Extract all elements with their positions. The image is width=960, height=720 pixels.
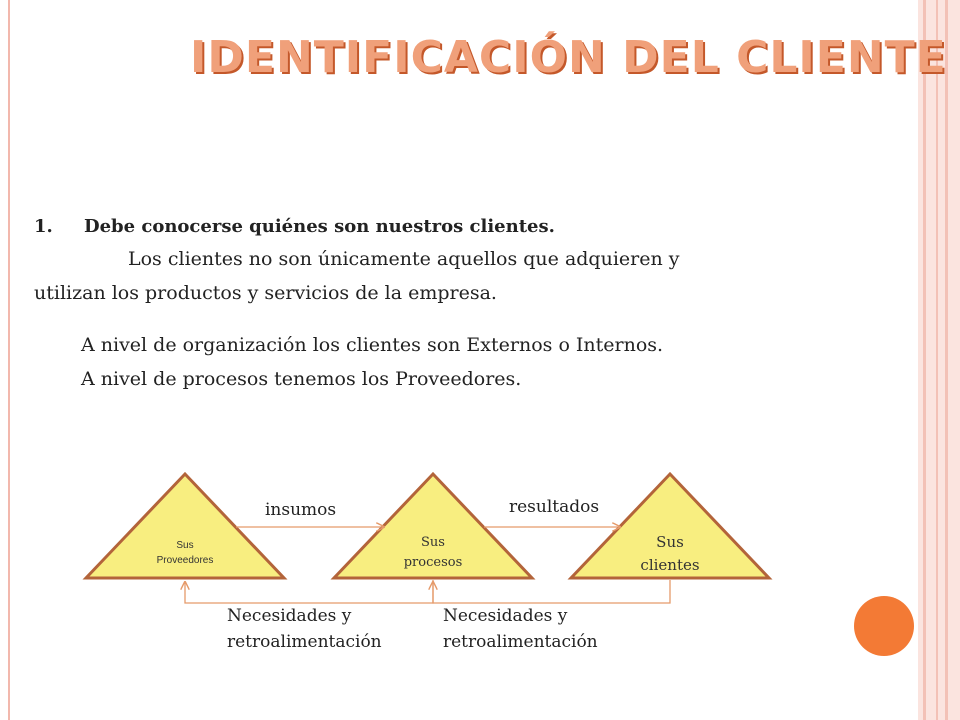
node-label-clientes-2: clientes bbox=[640, 556, 699, 574]
node-label-clientes-1: Sus bbox=[656, 533, 684, 551]
feedback-arrow-left bbox=[185, 580, 434, 604]
accent-circle bbox=[854, 596, 914, 656]
feedback-label-right-1: Necesidades y bbox=[443, 606, 568, 626]
node-label-proveedores-1: Sus bbox=[176, 540, 193, 551]
list-number: 1. bbox=[34, 216, 53, 237]
paragraph-line-1: Los clientes no son únicamente aquellos … bbox=[128, 248, 680, 270]
right-stripe-3 bbox=[945, 0, 948, 720]
node-label-proveedores-2: Proveedores bbox=[157, 555, 214, 566]
feedback-arrow-right bbox=[433, 580, 671, 604]
paragraph-line-4: A nivel de procesos tenemos los Proveedo… bbox=[81, 368, 522, 390]
list-item-1: 1. Debe conocerse quiénes son nuestros cl… bbox=[34, 212, 854, 242]
paragraph-line-3: A nivel de organización los clientes son… bbox=[81, 334, 664, 356]
slide-title: Identificación del cliente bbox=[190, 32, 947, 83]
edge-label-insumos: insumos bbox=[265, 500, 336, 520]
node-label-procesos-1: Sus bbox=[421, 535, 445, 550]
paragraph-line-2: utilizan los productos y servicios de la… bbox=[34, 282, 497, 304]
right-stripe-1 bbox=[923, 0, 926, 720]
list-heading: Debe conocerse quiénes son nuestros clie… bbox=[84, 216, 555, 237]
feedback-label-left-1: Necesidades y bbox=[227, 606, 352, 626]
edge-label-resultados: resultados bbox=[509, 497, 599, 517]
feedback-label-right-2: retroalimentación bbox=[443, 632, 598, 652]
triangle-proveedores bbox=[82, 471, 288, 580]
slide-content: 1. Debe conocerse quiénes son nuestros cl… bbox=[34, 212, 854, 396]
feedback-label-left-2: retroalimentación bbox=[227, 632, 382, 652]
node-label-procesos-2: procesos bbox=[404, 555, 463, 570]
right-stripe-2 bbox=[936, 0, 938, 720]
left-frame-line bbox=[8, 0, 10, 720]
